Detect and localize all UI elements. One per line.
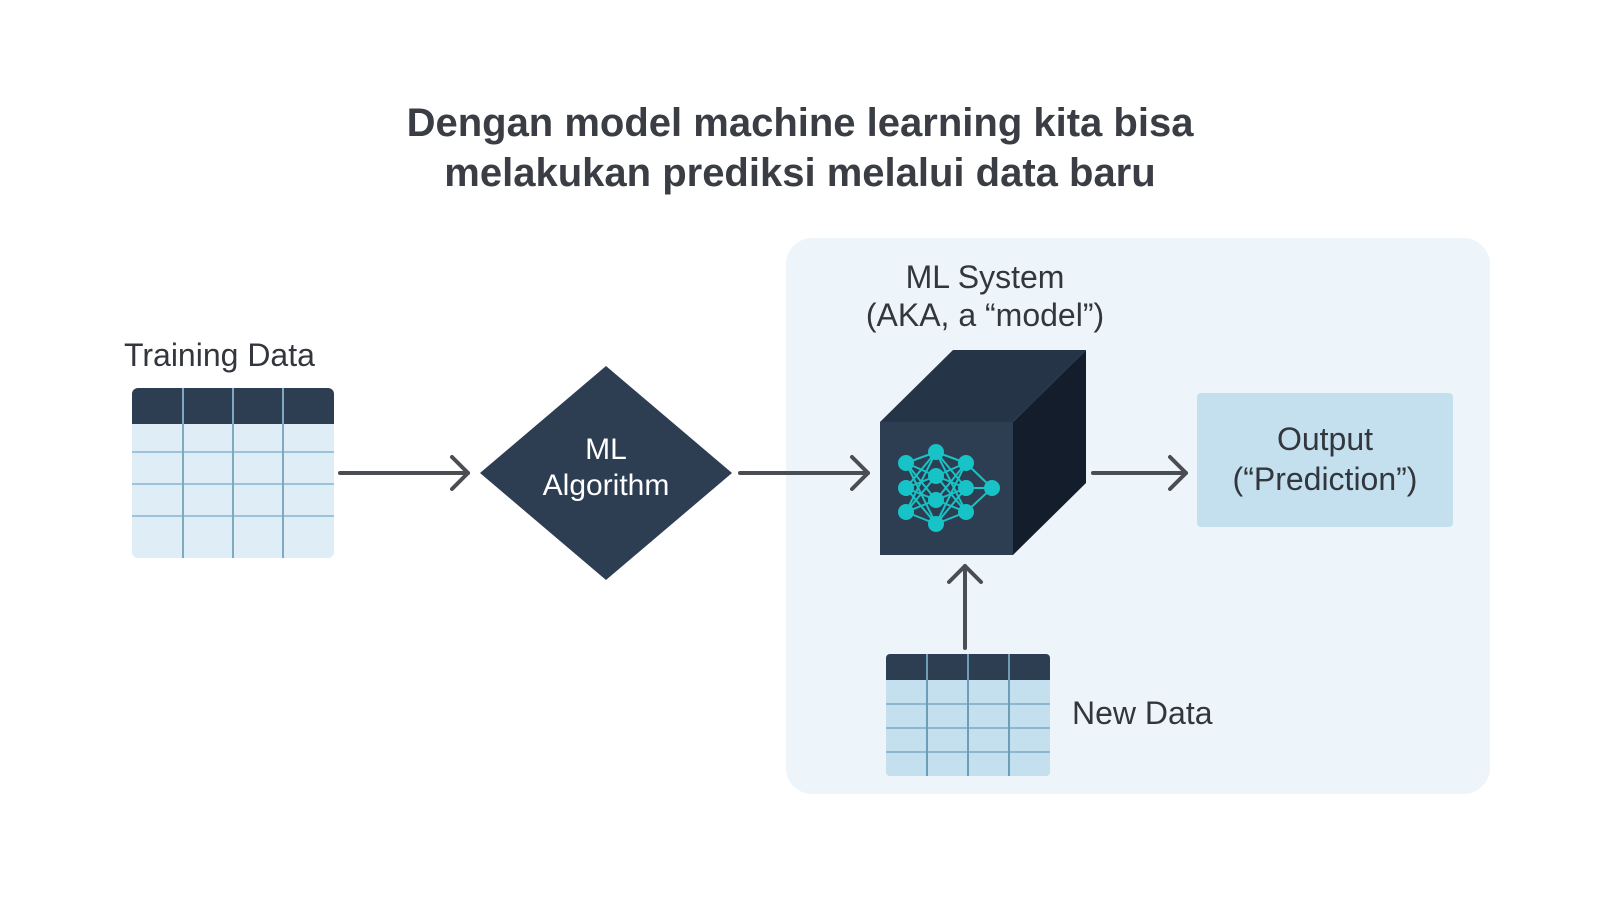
algorithm-diamond: [480, 366, 732, 580]
ml-system-label: ML System (AKA, a “model”): [820, 258, 1150, 334]
new-data-table-icon: [886, 654, 1050, 776]
page-title: Dengan model machine learning kita bisa …: [0, 98, 1600, 198]
training-data-label: Training Data: [124, 337, 315, 373]
model-cube-icon: [880, 350, 1086, 555]
arrow-up-icon: [947, 564, 983, 650]
algorithm-label: ML Algorithm: [526, 432, 686, 504]
arrow-right-icon: [1091, 455, 1188, 491]
algorithm-label-line-2: Algorithm: [542, 469, 670, 502]
title-line-1: Dengan model machine learning kita bisa: [406, 101, 1194, 145]
new-data-label: New Data: [1072, 695, 1213, 731]
output-label-line-1: Output: [1276, 421, 1374, 457]
ml-system-label-line-2: (AKA, a “model”): [865, 297, 1105, 333]
output-box: Output (“Prediction”): [1197, 393, 1453, 527]
ml-system-label-line-1: ML System: [905, 259, 1065, 295]
training-data-table-icon: [132, 388, 334, 558]
arrow-right-icon: [738, 455, 870, 491]
output-label-line-2: (“Prediction”): [1232, 461, 1418, 497]
arrow-right-icon: [338, 455, 470, 491]
algorithm-label-line-1: ML: [585, 433, 627, 466]
neural-network-icon: [898, 444, 1000, 532]
title-line-2: melakukan prediksi melalui data baru: [444, 151, 1156, 195]
